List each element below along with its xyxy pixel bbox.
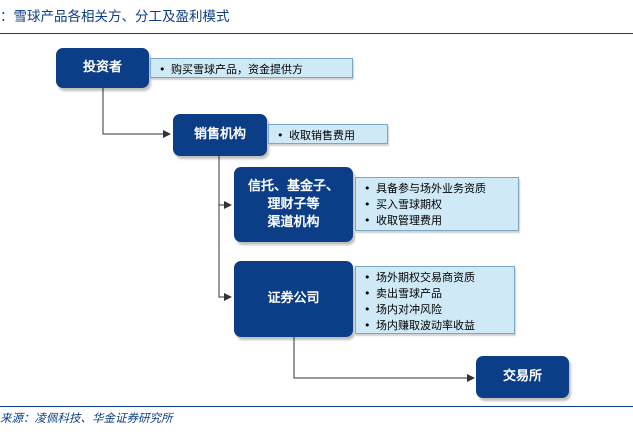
- securities-note: 场外期权交易商资质 卖出雪球产品 场内对冲风险 场内赚取波动率收益: [355, 266, 515, 334]
- sales-to-securities-connector: [218, 205, 232, 301]
- exchange-node: 交易所: [476, 356, 569, 398]
- channel-note-item: 收取管理费用: [362, 213, 512, 229]
- channel-note-item: 买入雪球期权: [362, 197, 512, 213]
- investor-note: 购买雪球产品，资金提供方: [150, 58, 353, 78]
- sales-note-item: 收取销售费用: [275, 128, 381, 144]
- investor-label: 投资者: [82, 60, 122, 75]
- securities-label: 证券公司: [267, 291, 320, 306]
- securities-note-item: 场内赚取波动率收益: [362, 318, 508, 334]
- title-divider: [0, 33, 633, 34]
- securities-note-item: 场外期权交易商资质: [362, 270, 508, 286]
- securities-to-exchange-connector: [293, 337, 475, 382]
- channel-node: 信托、基金子、 理财子等 渠道机构: [234, 167, 353, 242]
- channel-note: 具备参与场外业务资质 买入雪球期权 收取管理费用: [355, 177, 519, 231]
- investor-to-sales-connector: [102, 88, 171, 138]
- sales-note: 收取销售费用: [268, 124, 388, 144]
- page-title: ：雪球产品各相关方、分工及盈利模式: [0, 9, 230, 25]
- sales-node: 销售机构: [173, 114, 267, 156]
- source-note: 来源：凌佩科技、华金证券研究所: [0, 411, 173, 425]
- investor-note-item: 购买雪球产品，资金提供方: [157, 62, 346, 78]
- sales-label: 销售机构: [193, 127, 246, 142]
- exchange-label: 交易所: [502, 369, 542, 384]
- investor-node: 投资者: [56, 48, 149, 88]
- securities-note-item: 卖出雪球产品: [362, 286, 508, 302]
- sales-to-channel-connector: [218, 156, 232, 209]
- securities-node: 证券公司: [234, 261, 353, 337]
- source-divider: [0, 406, 633, 407]
- channel-label: 信托、基金子、 理财子等 渠道机构: [247, 178, 339, 230]
- channel-note-item: 具备参与场外业务资质: [362, 181, 512, 197]
- securities-note-item: 场内对冲风险: [362, 302, 508, 318]
